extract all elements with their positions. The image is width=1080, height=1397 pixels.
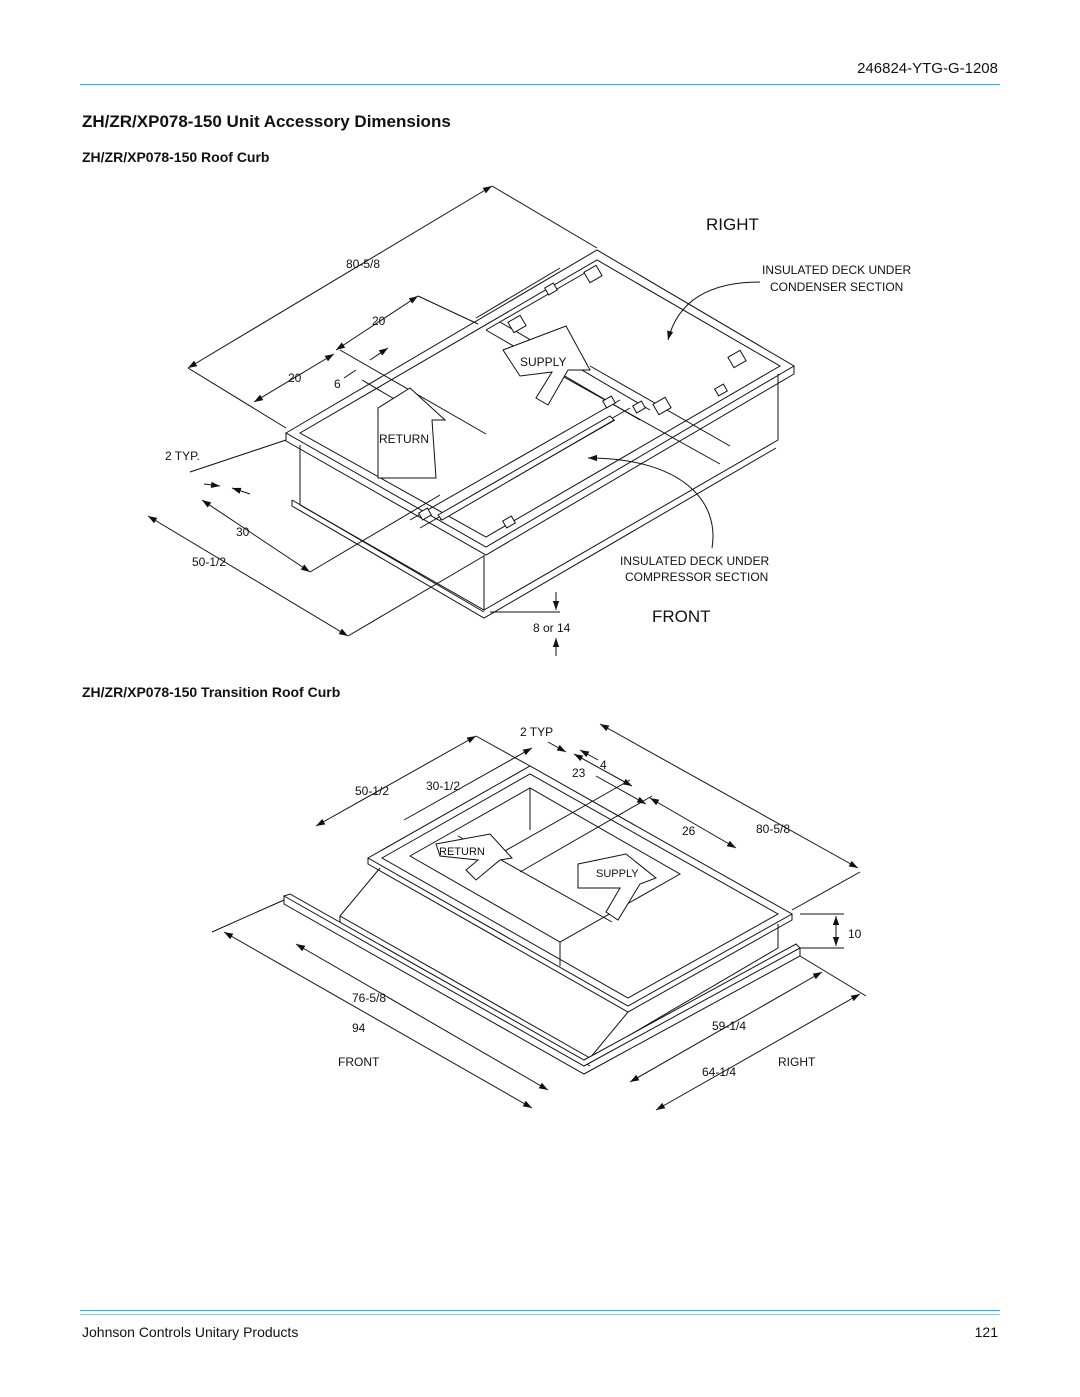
dim-20a-line [335, 295, 419, 351]
dim-23-label: 23 [572, 766, 586, 780]
dim-26-label: 26 [682, 824, 696, 838]
transition-curb-drawing: RETURN SUPPLY 50-1/2 30-1/2 2 TYP 4 23 2… [211, 723, 867, 1111]
transition-right-label: RIGHT [778, 1055, 816, 1069]
dim-4-label: 4 [600, 758, 607, 772]
roof-curb-title: ZH/ZR/XP078-150 Roof Curb [82, 149, 270, 165]
dim-l1-line [295, 943, 549, 1091]
transition-front-label: FRONT [338, 1055, 380, 1069]
dim-w2-label: 30-1/2 [426, 779, 460, 793]
dim-l1-label: 76-5/8 [352, 991, 386, 1005]
dim-h10-label: 10 [848, 927, 862, 941]
transition-return-label: RETURN [439, 846, 485, 858]
right-label: RIGHT [706, 215, 759, 234]
page-number: 121 [974, 1324, 998, 1340]
supply-label: SUPPLY [520, 355, 566, 369]
dim-l2-label: 94 [352, 1021, 366, 1035]
roof-curb-drawing: SUPPLY RETURN 80-5/8 20 20 6 2 TYP. 30 [147, 185, 911, 656]
dim-w3-label: 59-1/4 [712, 1019, 746, 1033]
return-arrow [377, 387, 447, 479]
condenser-deck-leader [667, 281, 761, 341]
section-title: ZH/ZR/XP078-150 Unit Accessory Dimension… [82, 112, 451, 131]
footer-company: Johnson Controls Unitary Products [82, 1324, 299, 1340]
dim-w1-label: 50-1/2 [355, 784, 389, 798]
typ-label: 2 TYP. [165, 449, 200, 463]
footer-rule [80, 1310, 1000, 1311]
dim-w4-line [655, 993, 861, 1111]
transition-curb-title: ZH/ZR/XP078-150 Transition Roof Curb [82, 684, 341, 700]
transition-supply-label: SUPPLY [596, 868, 639, 880]
compressor-deck-label-1: INSULATED DECK UNDER [620, 554, 769, 568]
compressor-deck-leader [587, 454, 714, 549]
dim-20a-label: 20 [372, 314, 386, 328]
footer-rule-secondary [80, 1314, 1000, 1315]
dim-w1-line [315, 735, 477, 827]
condenser-deck-label-2: CONDENSER SECTION [770, 280, 903, 294]
dim-length-label: 80-5/8 [346, 257, 380, 271]
dim-width-line [147, 515, 349, 637]
dim-length-label: 80-5/8 [756, 822, 790, 836]
supply-arrow [502, 325, 591, 406]
dim-length-line [599, 723, 859, 869]
dim-width-label: 50-1/2 [192, 555, 226, 569]
dim-length-line [187, 185, 493, 369]
header-rule [80, 84, 1000, 85]
dim-height-label: 8 or 14 [533, 621, 571, 635]
document-id: 246824-YTG-G-1208 [857, 60, 998, 77]
front-label: FRONT [652, 607, 711, 626]
dim-w4-label: 64-1/4 [702, 1065, 736, 1079]
dim-30-label: 30 [236, 525, 250, 539]
dim-20b-line [253, 353, 335, 403]
dim-typ-label: 2 TYP [520, 725, 553, 739]
dim-l2-line [223, 931, 533, 1109]
dim-6-label: 6 [334, 377, 341, 391]
transition-return-arrow [435, 833, 513, 881]
dim-20b-label: 20 [288, 371, 302, 385]
condenser-deck-label-1: INSULATED DECK UNDER [762, 263, 911, 277]
return-label: RETURN [379, 432, 429, 446]
compressor-deck-label-2: COMPRESSOR SECTION [625, 570, 768, 584]
